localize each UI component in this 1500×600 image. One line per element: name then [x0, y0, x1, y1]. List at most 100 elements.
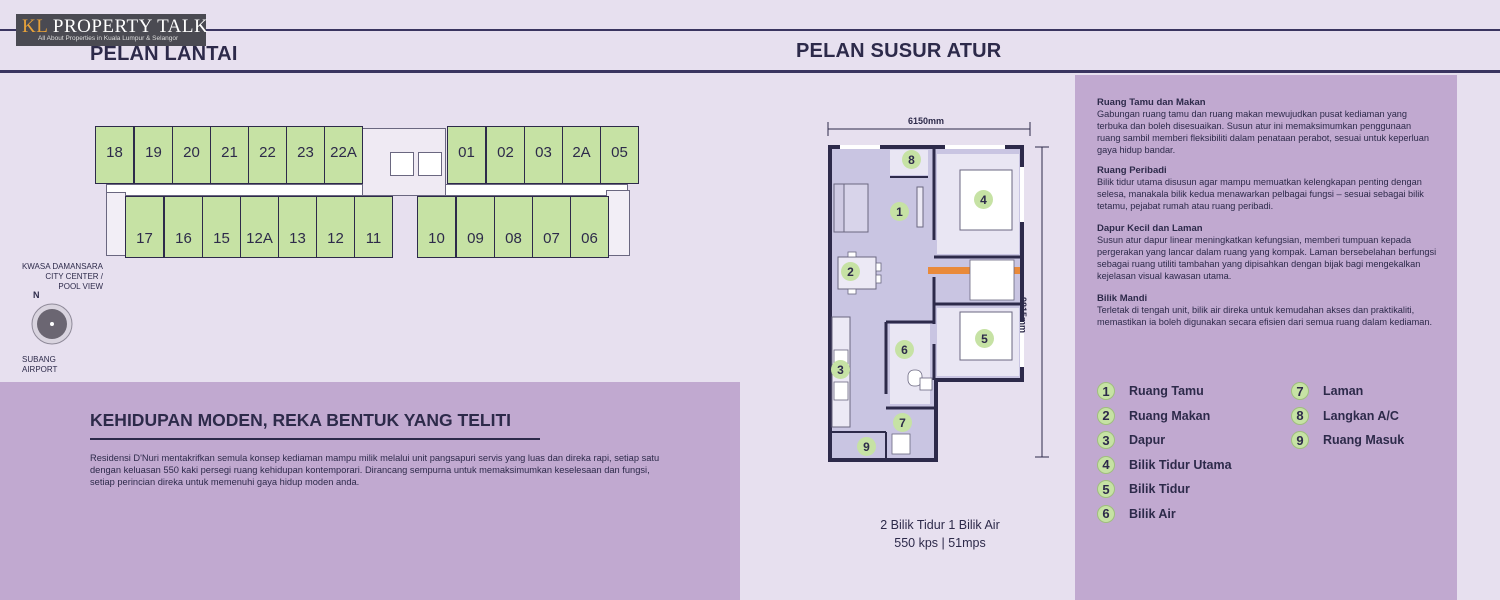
lift-shaft-2: [418, 152, 442, 176]
unit-22A[interactable]: 22A: [324, 126, 363, 184]
site-logo[interactable]: KL PROPERTY TALK All About Properties in…: [16, 14, 209, 46]
legend-number: 9: [1291, 431, 1309, 449]
legend-item-2: 2 Ruang Makan: [1097, 406, 1210, 426]
legend-label: Ruang Makan: [1129, 408, 1211, 423]
legend-label: Langkan A/C: [1323, 408, 1399, 423]
logo-tagline: All About Properties in Kuala Lumpur & S…: [38, 35, 179, 42]
compass-bottom-label: SUBANG AIRPORT: [22, 355, 58, 374]
section-body: Susun atur dapur linear meningkatkan kef…: [1097, 235, 1437, 281]
legend-item-9: 9 Ruang Masuk: [1291, 430, 1404, 450]
unit-plan-drawing: [827, 122, 1049, 462]
unit-number: 22A: [330, 144, 357, 161]
legend-label: Bilik Tidur Utama: [1129, 457, 1232, 472]
unit-17[interactable]: 17: [125, 196, 164, 258]
legend-label: Ruang Tamu: [1129, 384, 1204, 398]
section-title: Ruang Peribadi: [1097, 165, 1167, 176]
unit-18[interactable]: 18: [95, 126, 134, 184]
unit-2A[interactable]: 2A: [562, 126, 601, 184]
unit-number: 09: [467, 230, 484, 247]
intro-title: KEHIDUPAN MODEN, REKA BENTUK YANG TELITI: [90, 410, 511, 430]
section-title: Ruang Tamu dan Makan: [1097, 97, 1206, 108]
compass-north: N: [33, 290, 40, 300]
legend-label: Laman: [1323, 384, 1364, 398]
unit-16[interactable]: 16: [164, 196, 203, 258]
legend-number: 8: [1291, 406, 1309, 425]
unit-01[interactable]: 01: [447, 126, 486, 184]
legend-number: 6: [1097, 504, 1115, 523]
unit-number: 22: [259, 144, 276, 161]
height-dimension: 9815mm: [1018, 297, 1028, 334]
unit-number: 18: [106, 144, 123, 161]
compass: N: [22, 290, 82, 352]
unit-19[interactable]: 19: [134, 126, 173, 184]
unit-11[interactable]: 11: [354, 196, 393, 258]
room-marker-3: 3: [831, 360, 850, 379]
legend-number: 2: [1097, 406, 1115, 425]
compass-top-label: KWASA DAMANSARA CITY CENTER / POOL VIEW: [21, 262, 103, 291]
room-marker-2: 2: [841, 262, 860, 281]
unit-20[interactable]: 20: [172, 126, 211, 184]
logo-brand: PROPERTY TALK: [47, 16, 209, 37]
unit-06[interactable]: 06: [570, 196, 609, 258]
unit-number: 06: [581, 230, 598, 247]
unit-03[interactable]: 03: [524, 126, 563, 184]
unit-number: 19: [145, 144, 162, 161]
unit-number: 11: [365, 230, 382, 247]
room-marker-8: 8: [902, 150, 921, 169]
section-body: Gabungan ruang tamu dan ruang makan mewu…: [1097, 109, 1429, 155]
unit-number: 13: [289, 230, 306, 247]
unit-number: 05: [611, 144, 628, 161]
unit-22[interactable]: 22: [248, 126, 287, 184]
unit-number: 01: [458, 144, 475, 161]
unit-number: 21: [221, 144, 238, 161]
left-stair: [106, 192, 126, 256]
unit-caption-type: 2 Bilik Tidur 1 Bilik Air: [880, 518, 1000, 532]
unit-05[interactable]: 05: [600, 126, 639, 184]
unit-10[interactable]: 10: [417, 196, 456, 258]
legend-item-4: 4 Bilik Tidur Utama: [1097, 455, 1232, 475]
unit-number: 02: [497, 144, 514, 161]
unit-09[interactable]: 09: [456, 196, 495, 258]
legend-label: Bilik Tidur: [1129, 482, 1190, 496]
unit-21[interactable]: 21: [210, 126, 249, 184]
unit-number: 20: [183, 144, 200, 161]
header-rule: [0, 70, 1500, 73]
legend-number: 4: [1097, 455, 1115, 474]
intro-body: Residensi D'Nuri mentakrifkan semula kon…: [90, 453, 660, 487]
room-marker-6: 6: [895, 340, 914, 359]
unit-02[interactable]: 02: [486, 126, 525, 184]
unit-number: 23: [297, 144, 314, 161]
unit-23[interactable]: 23: [286, 126, 325, 184]
legend-label: Ruang Masuk: [1323, 433, 1405, 447]
legend-item-1: 1 Ruang Tamu: [1097, 381, 1204, 401]
section-body: Bilik tidur utama disusun agar mampu mem…: [1097, 177, 1424, 211]
unit-caption-size: 550 kps | 51mps: [894, 536, 986, 550]
unit-07[interactable]: 07: [532, 196, 571, 258]
section-title: Dapur Kecil dan Laman: [1097, 223, 1203, 234]
width-dimension: 6150mm: [908, 116, 945, 126]
unit-12A[interactable]: 12A: [240, 196, 279, 258]
top-rule: [0, 29, 1500, 31]
room-marker-9: 9: [857, 437, 876, 456]
compass-rose-icon: [31, 303, 73, 345]
unit-15[interactable]: 15: [202, 196, 241, 258]
legend-number: 1: [1097, 382, 1115, 400]
unit-number: 03: [535, 144, 552, 161]
unit-number: 12A: [246, 230, 273, 247]
unit-12[interactable]: 12: [316, 196, 355, 258]
intro-rule: [90, 438, 540, 440]
unit-13[interactable]: 13: [278, 196, 317, 258]
section-title: Bilik Mandi: [1097, 293, 1148, 304]
logo-kl: KL: [22, 16, 48, 37]
layout-plan-heading: PELAN SUSUR ATUR: [796, 40, 1002, 62]
unit-number: 17: [136, 230, 153, 247]
unit-08[interactable]: 08: [494, 196, 533, 258]
